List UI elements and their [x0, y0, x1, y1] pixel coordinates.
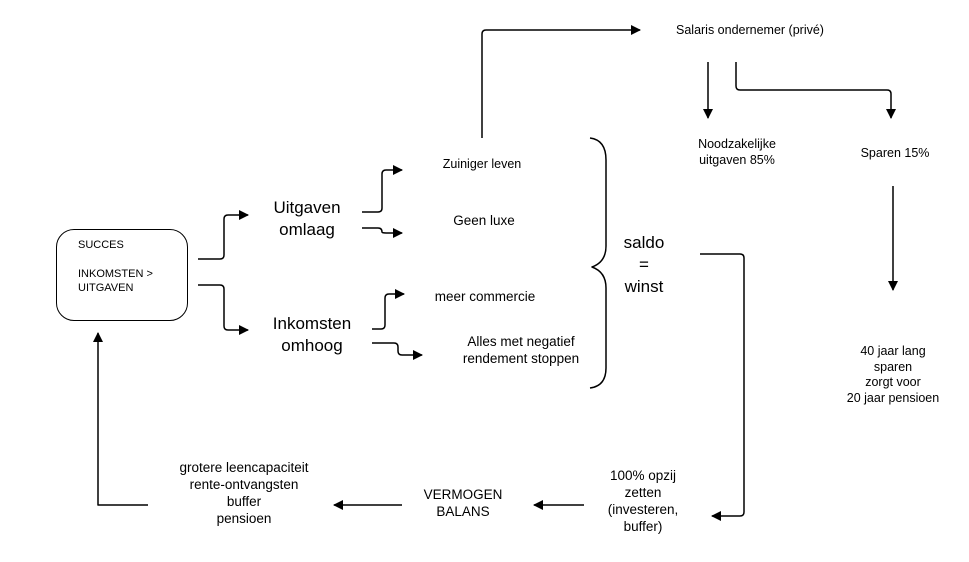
meer-commercie-label: meer commercie [434, 289, 536, 304]
arrow-box-to-inkomsten [198, 284, 249, 335]
arrow-to-salaris [481, 25, 641, 138]
vermogen-balans-label: VERMOGEN BALANS [423, 487, 503, 519]
arrow-to-zuiniger [362, 165, 403, 213]
inkomsten-uitgaven-label: INKOMSTEN > UITGAVEN [78, 267, 153, 294]
arrow-voordelen-to-box [93, 332, 148, 506]
start-box-text: SUCCES INKOMSTEN > UITGAVEN [78, 238, 153, 295]
noodzakelijke-uitgaven-label: Noodzakelijke uitgaven 85% [698, 137, 776, 167]
negatief-rendement-label: Alles met negatief rendement stoppen [462, 334, 580, 366]
pensioen-sparen-label: 40 jaar lang sparen zorgt voor 20 jaar p… [846, 344, 940, 405]
opzij-zetten-label: 100% opzij zetten (investeren, buffer) [607, 468, 679, 534]
geen-luxe-label: Geen luxe [453, 213, 515, 228]
brace [589, 137, 607, 389]
uitgaven-omlaag-label: Uitgaven omlaag [273, 198, 341, 240]
saldo-winst-label: saldo = winst [623, 233, 665, 297]
arrow-to-sparen [735, 62, 896, 119]
arrow-to-commercie [372, 289, 405, 330]
arrow-to-negatief [372, 342, 423, 360]
sparen-label: Sparen 15% [860, 146, 930, 160]
arrow-box-to-uitgaven [198, 210, 249, 260]
arrow-saldo-to-opzij [700, 253, 745, 521]
voordelen-label: grotere leencapaciteit rente-ontvangsten… [179, 460, 309, 526]
inkomsten-omhoog-label: Inkomsten omhoog [272, 314, 352, 356]
zuiniger-leven-label: Zuiniger leven [442, 157, 522, 171]
start-box [56, 229, 188, 321]
arrow-to-geen-luxe [362, 227, 403, 238]
succes-label: SUCCES [78, 239, 124, 251]
salaris-ondernemer-label: Salaris ondernemer (privé) [676, 23, 824, 37]
